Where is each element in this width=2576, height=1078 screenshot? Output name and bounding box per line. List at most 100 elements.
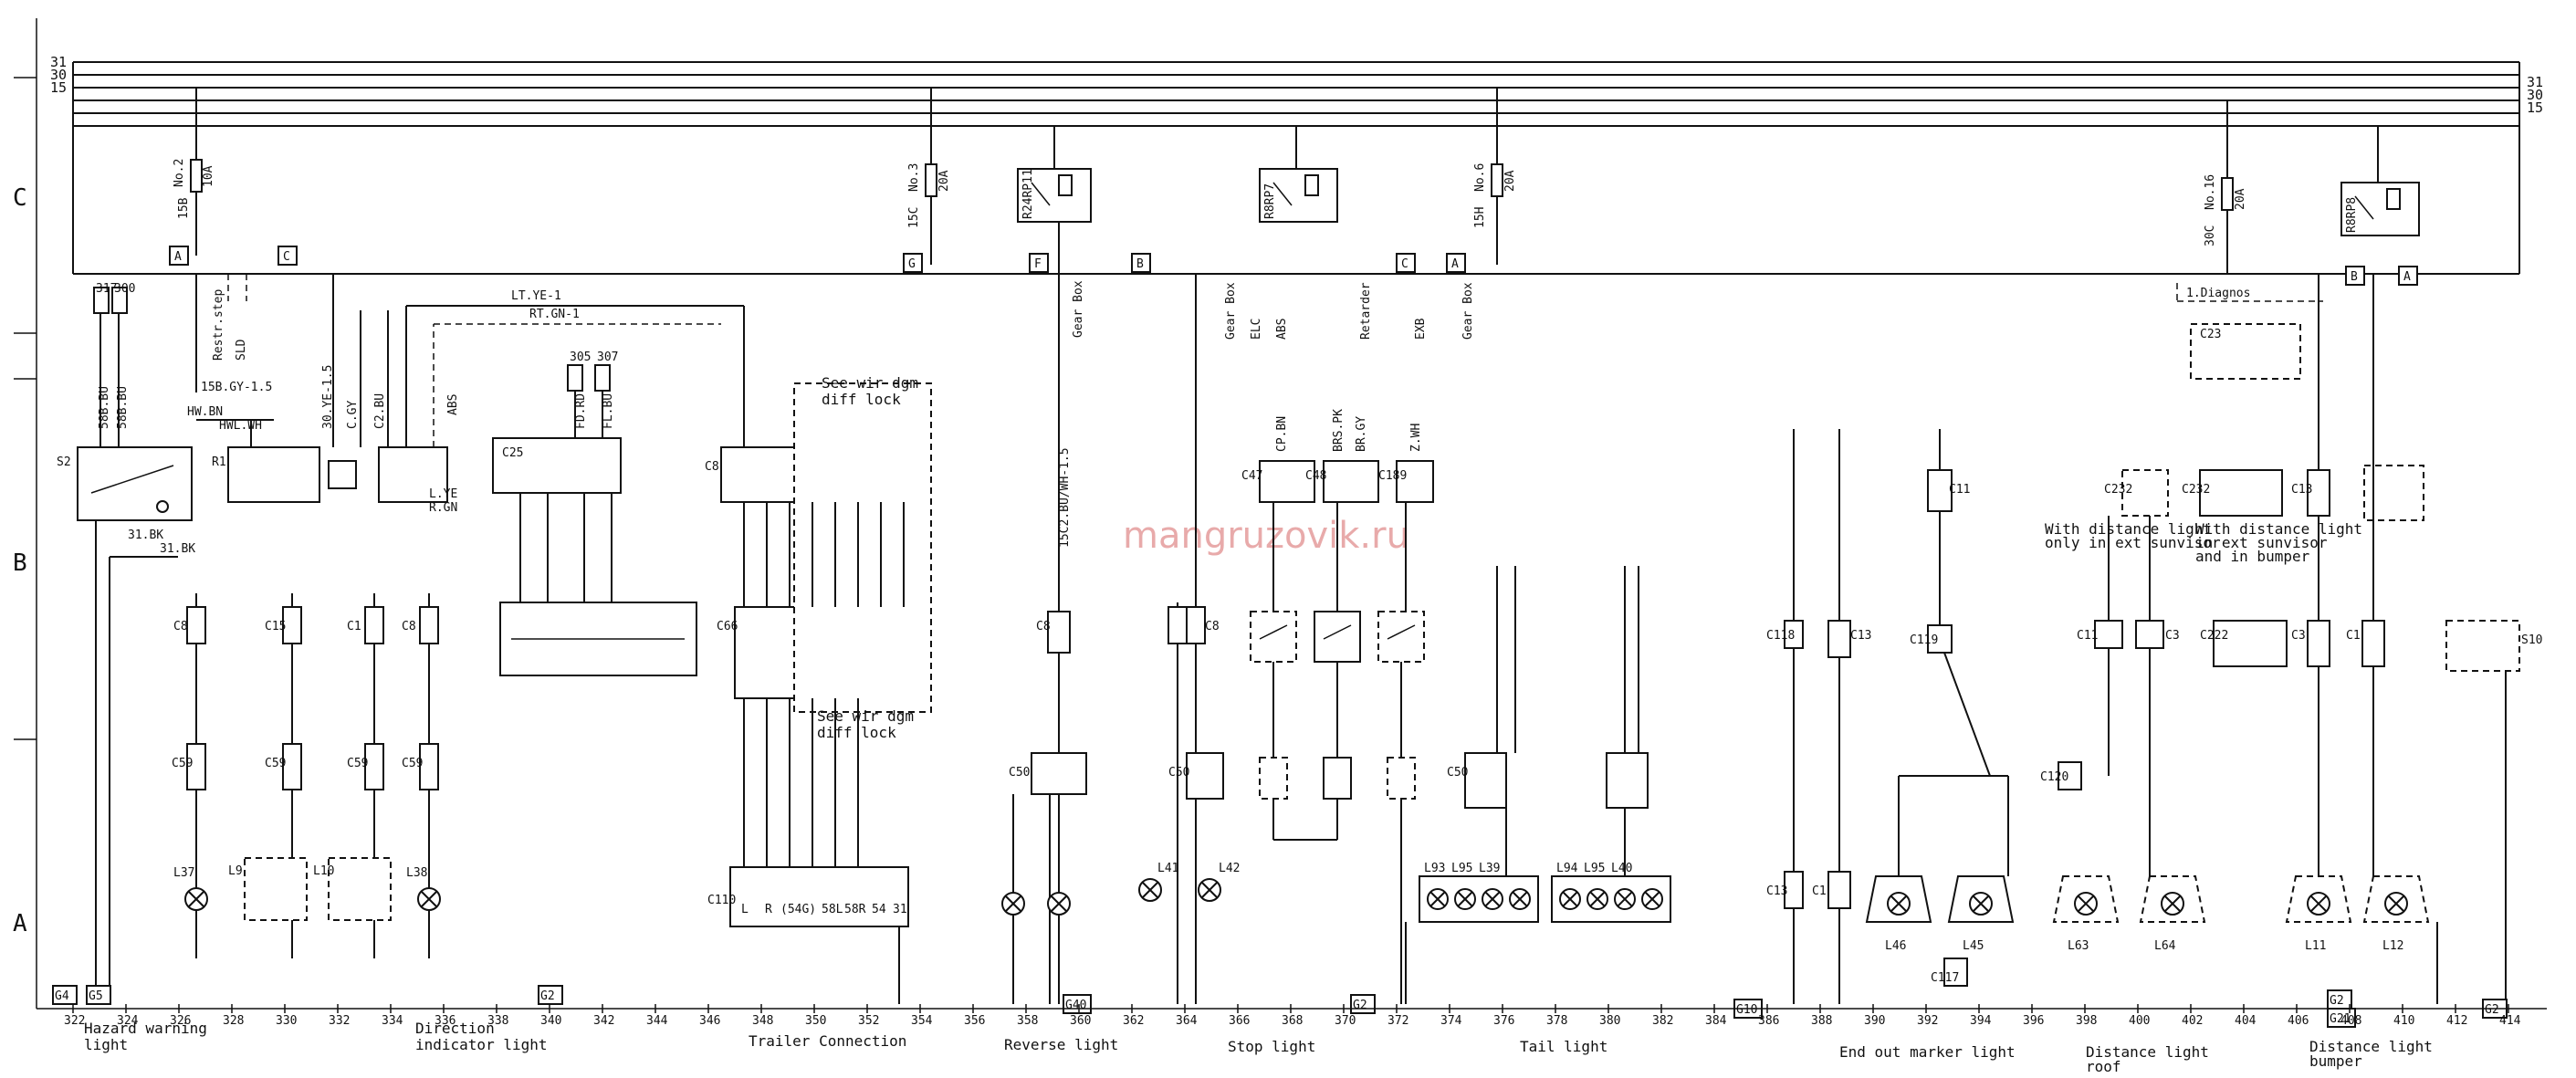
fuse-no3: No.3 20A 15C — [907, 88, 951, 265]
ruler-label: 350 — [805, 1014, 826, 1028]
svg-text:indicator light: indicator light — [415, 1036, 548, 1053]
svg-text:in ext sunvisor: in ext sunvisor — [2195, 534, 2328, 551]
ruler-label: 362 — [1123, 1014, 1144, 1028]
svg-text:S10: S10 — [2521, 633, 2542, 647]
svg-text:58B.BU: 58B.BU — [116, 386, 130, 429]
svg-text:C15: C15 — [265, 620, 286, 633]
svg-text:ABS: ABS — [446, 394, 460, 415]
ruler-label: 370 — [1335, 1014, 1356, 1028]
ruler-label: 388 — [1811, 1014, 1832, 1028]
signal-labels: Restr.step SLD Gear Box Gear Box ELC ABS… — [212, 274, 2323, 361]
caption-direction: Direction — [415, 1020, 495, 1037]
reverse-light: 15C2.BU/WH-1.5 C8 C50 — [1001, 447, 1087, 1004]
svg-text:diff lock: diff lock — [822, 391, 901, 408]
svg-text:L10: L10 — [313, 864, 334, 878]
svg-text:C1: C1 — [347, 620, 361, 633]
svg-text:With distance light: With distance light — [2195, 520, 2362, 538]
svg-text:Restr.step: Restr.step — [212, 289, 225, 361]
ruler-label: 404 — [2235, 1014, 2257, 1028]
caption-hazard: Hazard warning — [84, 1020, 207, 1037]
svg-text:C117: C117 — [1931, 971, 1959, 985]
svg-text:C110: C110 — [707, 894, 736, 907]
svg-text:C.GY: C.GY — [346, 401, 360, 429]
ruler-label: 340 — [540, 1014, 561, 1028]
ruler-label: 368 — [1282, 1014, 1303, 1028]
svg-text:B: B — [2351, 270, 2358, 284]
svg-text:C50: C50 — [1447, 766, 1468, 780]
svg-text:C232: C232 — [2182, 483, 2210, 497]
svg-text:L: L — [741, 903, 749, 916]
caption-stop: Stop light — [1228, 1038, 1315, 1055]
ruler-label: 400 — [2129, 1014, 2150, 1028]
svg-text:L9: L9 — [228, 864, 243, 878]
svg-text:31: 31 — [893, 903, 907, 916]
caption-endout: End out marker light — [1839, 1043, 2016, 1061]
svg-text:G10: G10 — [1736, 1003, 1757, 1017]
svg-text:roof: roof — [2086, 1058, 2121, 1073]
stop-light: C8 C50 C47 C48 C189 CP.BN BRS.PK BR.GY Z… — [1138, 274, 1434, 1004]
ruler-label: 348 — [752, 1014, 773, 1028]
svg-text:diff lock: diff lock — [817, 724, 896, 741]
svg-text:G2: G2 — [1353, 999, 1367, 1012]
direction-switch-s25: C25 FD.RD FL.BU 305 307 — [492, 351, 697, 676]
caption-trailer: Trailer Connection — [749, 1032, 906, 1050]
svg-text:C8: C8 — [1036, 620, 1051, 633]
svg-text:L42: L42 — [1219, 862, 1240, 875]
ruler-label: 322 — [64, 1014, 85, 1028]
ruler-label: 382 — [1652, 1014, 1673, 1028]
svg-text:R.GN: R.GN — [429, 501, 457, 515]
svg-text:light: light — [84, 1036, 128, 1053]
svg-text:C50: C50 — [1009, 766, 1030, 780]
svg-text:HW.BN: HW.BN — [187, 405, 223, 419]
ruler-label: 344 — [646, 1014, 668, 1028]
svg-text:L46: L46 — [1885, 939, 1906, 953]
bus-label-15-right: 15 — [2527, 99, 2543, 116]
svg-text:305: 305 — [570, 351, 591, 364]
svg-text:58L: 58L — [822, 903, 843, 916]
svg-text:C119: C119 — [1910, 633, 1938, 647]
svg-text:A: A — [174, 250, 182, 264]
svg-text:FD.RD: FD.RD — [574, 393, 588, 429]
svg-text:C2.BU: C2.BU — [373, 393, 387, 429]
svg-text:L12: L12 — [2382, 939, 2403, 953]
ruler-label: 408 — [2340, 1014, 2361, 1028]
svg-text:10A: 10A — [202, 165, 215, 187]
caption-dbumper: Distance light — [2309, 1038, 2433, 1055]
svg-text:C: C — [283, 250, 290, 264]
svg-text:R1: R1 — [212, 455, 226, 469]
ruler-label: 396 — [2023, 1014, 2044, 1028]
ruler-label: 410 — [2393, 1014, 2414, 1028]
svg-text:307: 307 — [597, 351, 618, 364]
svg-text:58R: 58R — [844, 903, 866, 916]
ruler-label: 334 — [382, 1014, 403, 1028]
svg-text:C13: C13 — [1766, 884, 1787, 898]
relay-r8rp7: R8RP7 — [1259, 126, 1338, 223]
ruler-label: 358 — [1017, 1014, 1038, 1028]
ruler-label: 342 — [593, 1014, 614, 1028]
bus-label-30: 30 — [50, 67, 67, 83]
svg-text:L40: L40 — [1611, 862, 1632, 875]
svg-text:C13: C13 — [2291, 483, 2312, 497]
svg-text:L93: L93 — [1424, 862, 1445, 875]
svg-text:G4: G4 — [55, 989, 69, 1003]
ruler-label: 326 — [170, 1014, 191, 1028]
svg-text:30.YE-1.5: 30.YE-1.5 — [321, 365, 335, 429]
svg-text:C48: C48 — [1305, 469, 1326, 483]
ruler-label: 366 — [1229, 1014, 1250, 1028]
svg-text:LT.YE-1: LT.YE-1 — [511, 289, 561, 303]
svg-text:C59: C59 — [172, 757, 193, 770]
svg-text:C222: C222 — [2200, 629, 2228, 643]
svg-text:No.16: No.16 — [2204, 174, 2217, 210]
svg-text:20A: 20A — [2234, 188, 2247, 210]
svg-text:L94: L94 — [1556, 862, 1578, 875]
ruler-label: 380 — [1599, 1014, 1620, 1028]
svg-text:HWL.WH: HWL.WH — [219, 419, 262, 433]
svg-text:C25: C25 — [502, 446, 523, 460]
svg-text:Z.WH: Z.WH — [1409, 424, 1423, 452]
svg-text:L11: L11 — [2305, 939, 2326, 953]
svg-text:Gear Box: Gear Box — [1224, 282, 1238, 340]
ruler-label: 364 — [1176, 1014, 1198, 1028]
caption-droof: Distance light — [2086, 1043, 2209, 1061]
